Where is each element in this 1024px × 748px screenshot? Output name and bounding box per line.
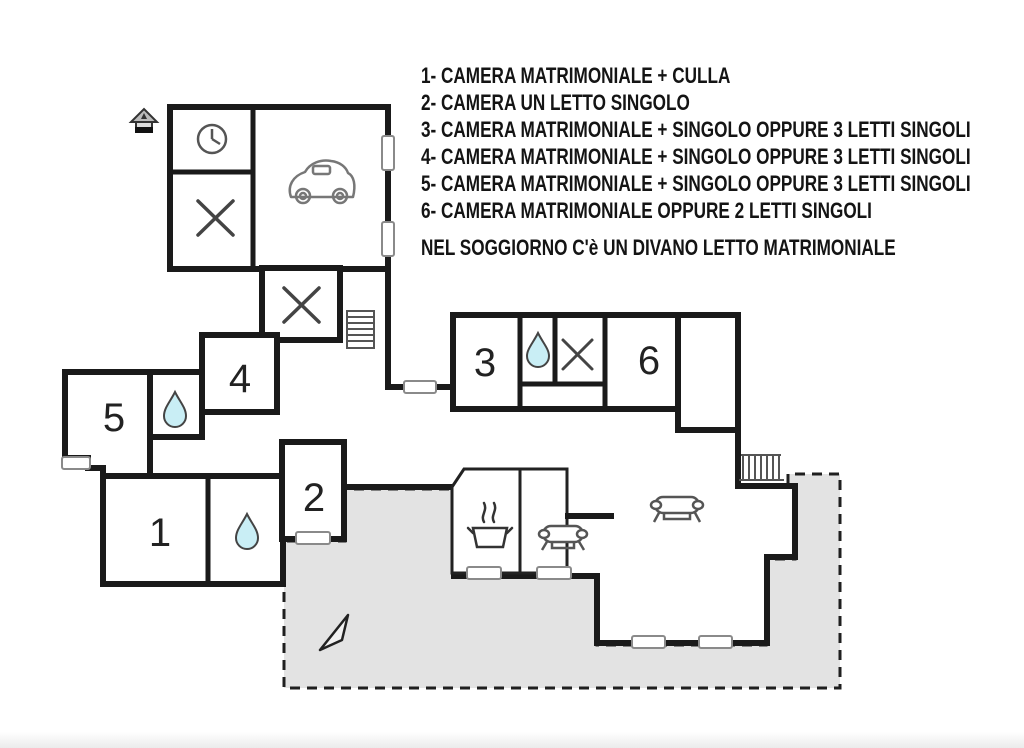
stairs-icon (346, 310, 375, 349)
water-drop-icon (234, 511, 260, 550)
room-6-label: 6 (638, 339, 660, 383)
legend-line-1: 1- CAMERA MATRIMONIALE + CULLA (421, 63, 731, 88)
page-bottom-fade (0, 732, 1024, 748)
water-drop-icon (162, 389, 188, 428)
sofa-icon (537, 524, 589, 551)
room-3-label: 3 (474, 341, 496, 385)
room-4 (199, 332, 280, 415)
window (466, 566, 502, 580)
grill-icon (739, 454, 784, 481)
window-cross-icon (282, 286, 321, 324)
window (631, 635, 666, 649)
window (698, 635, 733, 649)
room-2-label: 2 (303, 476, 325, 520)
window (536, 566, 572, 580)
legend-line-3: 3- CAMERA MATRIMONIALE + SINGOLO OPPURE … (421, 117, 971, 142)
window (295, 531, 331, 545)
north-house-marker (128, 107, 160, 133)
window (61, 456, 91, 470)
hallway-fill-2 (150, 435, 210, 477)
compass-arrow-icon (318, 613, 350, 652)
garage-room (167, 104, 391, 272)
storage-room (259, 265, 343, 343)
car-icon (288, 159, 356, 205)
living-room-walls (451, 427, 798, 646)
window (381, 221, 395, 257)
window (403, 380, 437, 394)
stove-pot-icon (466, 501, 514, 549)
room-4-label: 4 (229, 357, 251, 401)
rooms-3-6-block (450, 312, 741, 433)
legend-line-6: 6- CAMERA MATRIMONIALE OPPURE 2 LETTI SI… (421, 198, 872, 223)
clock-icon (196, 123, 228, 155)
window-cross-icon (561, 338, 594, 371)
legend-line-5: 5- CAMERA MATRIMONIALE + SINGOLO OPPURE … (421, 171, 971, 196)
room-5-label: 5 (103, 396, 125, 440)
room-labels: 1 2 3 4 5 6 (103, 339, 660, 555)
garage-block (167, 104, 391, 272)
legend: 1- CAMERA MATRIMONIALE + CULLA 2- CAMERA… (421, 62, 971, 261)
windows (61, 135, 733, 649)
legend-line-2: 2- CAMERA UN LETTO SINGOLO (421, 90, 690, 115)
legend-note: NEL SOGGIORNO C'è UN DIVANO LETTO MATRIM… (421, 235, 896, 260)
sofa-icon (649, 495, 705, 523)
room-1-label: 1 (149, 511, 171, 555)
water-drop-icon (525, 330, 551, 368)
kitchen-outline (450, 467, 569, 575)
window (381, 135, 395, 171)
legend-line-4: 4- CAMERA MATRIMONIALE + SINGOLO OPPURE … (421, 144, 971, 169)
hallway-6 (675, 312, 741, 433)
window-cross-icon (196, 199, 235, 237)
